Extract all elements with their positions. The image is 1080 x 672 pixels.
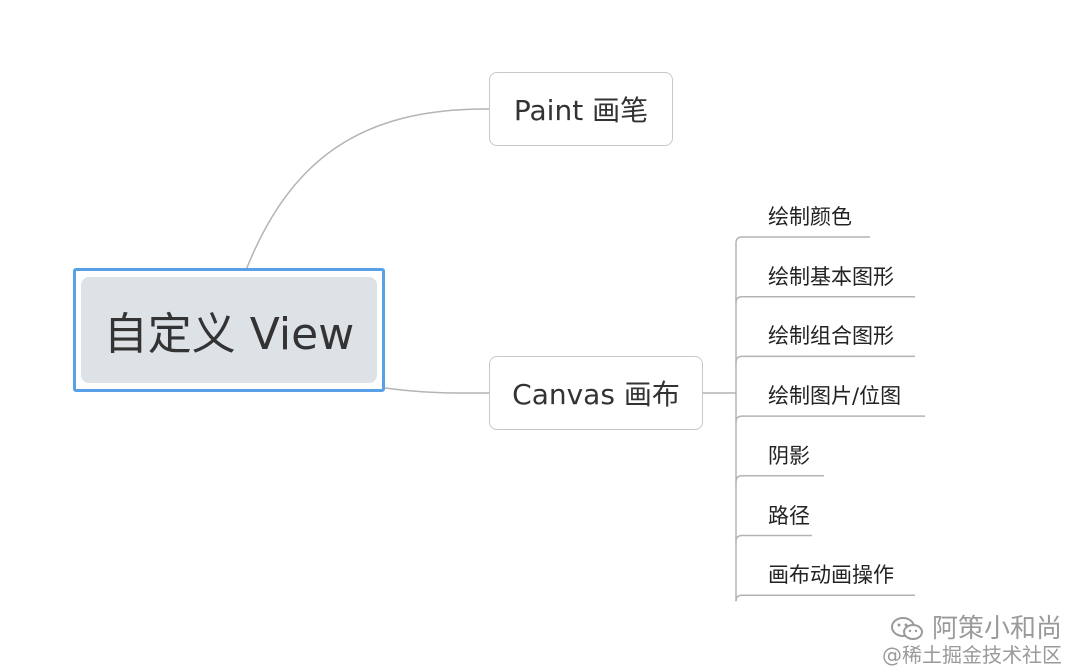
canvas-child-item[interactable]: 绘制组合图形: [768, 324, 894, 349]
canvas-child-underline: [735, 594, 915, 602]
canvas-child-item[interactable]: 画布动画操作: [768, 563, 894, 588]
leaf-connector-group: [735, 236, 925, 602]
watermark: 阿策小和尚 @稀土掘金技术社区: [882, 614, 1062, 666]
root-node-label: 自定义 View: [81, 277, 377, 383]
canvas-node[interactable]: Canvas 画布: [489, 356, 703, 430]
watermark-account: 阿策小和尚: [931, 614, 1062, 644]
canvas-child-item[interactable]: 绘制基本图形: [768, 264, 894, 289]
connector-root-to-paint: [245, 108, 490, 271]
paint-node[interactable]: Paint 画笔: [489, 72, 673, 146]
canvas-child-underline: [735, 355, 915, 363]
canvas-child-underline: [735, 295, 915, 303]
watermark-community: @稀土掘金技术社区: [882, 643, 1062, 667]
canvas-child-underline: [735, 415, 925, 423]
canvas-child-item[interactable]: 路径: [768, 503, 810, 528]
watermark-account-row: 阿策小和尚: [882, 614, 1062, 644]
connector-root-to-canvas: [384, 387, 490, 394]
canvas-child-underline: [735, 475, 824, 482]
canvas-child-underline: [735, 534, 812, 542]
wechat-icon: [890, 617, 923, 640]
canvas-child-item[interactable]: 绘制图片/位图: [768, 384, 902, 409]
root-node[interactable]: 自定义 View: [73, 268, 385, 392]
canvas-child-item[interactable]: 绘制颜色: [768, 205, 852, 229]
canvas-child-underline: [735, 236, 870, 244]
canvas-child-item[interactable]: 阴影: [768, 443, 810, 468]
